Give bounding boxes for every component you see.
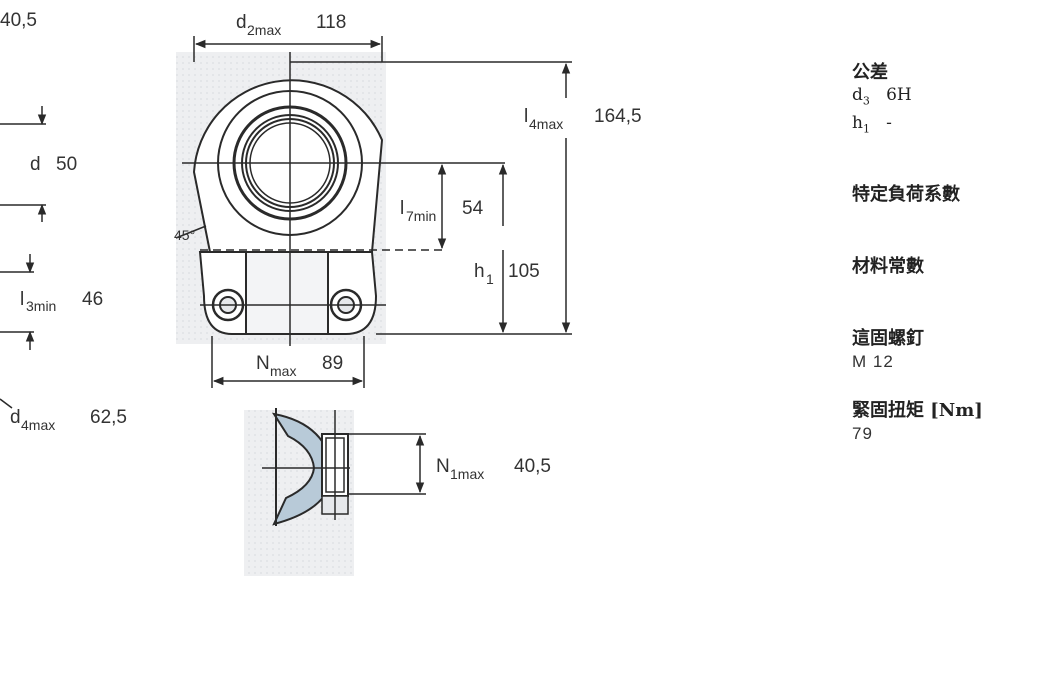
tolerance-group: 公差 d3 6H h1 - xyxy=(852,62,1042,141)
l3-value: 46 xyxy=(82,289,103,310)
l4-sub: 4max xyxy=(529,116,563,132)
n1-value: 40,5 xyxy=(514,456,551,477)
side-dimension-lines xyxy=(348,433,426,495)
tol-h-sub: 1 xyxy=(862,122,870,136)
h1-value: 105 xyxy=(508,261,540,282)
n-sub: max xyxy=(270,363,296,379)
n1-label: N xyxy=(436,456,450,477)
rod-end-front-view xyxy=(176,52,505,346)
d4-label: d xyxy=(10,407,21,428)
l3-label: l xyxy=(20,289,24,310)
tol-d-sub: 3 xyxy=(862,94,870,108)
n1-sub: 1max xyxy=(450,466,484,482)
top-partial-value: 40,5 xyxy=(0,10,37,31)
d2-label: d xyxy=(236,12,247,33)
h1-sub: 1 xyxy=(486,271,494,287)
torque-value: 79 xyxy=(852,424,873,443)
load-rating-title: 特定負荷系數 xyxy=(852,184,960,205)
l7-label: l xyxy=(400,198,404,219)
tol-d-label: d xyxy=(852,85,863,105)
h1-label: h xyxy=(474,261,485,282)
tolerance-h-row: h1 - xyxy=(852,112,1042,140)
d2-sub: 2max xyxy=(247,22,281,38)
d4-value: 62,5 xyxy=(90,407,127,428)
left-partial-dimensions xyxy=(0,106,47,350)
load-rating-group: 特定負荷系數 xyxy=(852,184,960,206)
l4-label: l xyxy=(524,106,528,127)
screw-value: M 12 xyxy=(852,352,894,371)
torque-group: 緊固扭矩 [Nm] 79 xyxy=(852,400,983,446)
material-group: 材料常數 xyxy=(852,256,924,278)
chamfer-label: 45° xyxy=(174,227,195,243)
rod-end-side-section xyxy=(244,408,354,576)
spec-panel: 公差 d3 6H h1 - 特定負荷系數 材料常數 這固螺釘 M 12 緊固扭矩… xyxy=(852,62,1042,443)
l7-sub: 7min xyxy=(406,208,436,224)
l7-value: 54 xyxy=(462,198,484,219)
n-label: N xyxy=(256,353,270,374)
tol-h-label: h xyxy=(852,113,863,134)
tolerance-title: 公差 xyxy=(852,62,888,83)
tolerance-d-row: d3 6H xyxy=(852,84,1042,112)
bore-d-label: d xyxy=(30,154,41,175)
screw-group: 這固螺釘 M 12 xyxy=(852,328,924,374)
d4-leader xyxy=(0,398,13,409)
d2-value: 118 xyxy=(316,12,346,33)
d4-sub: 4max xyxy=(21,417,55,433)
l4-value: 164,5 xyxy=(594,106,642,127)
tol-h-value: - xyxy=(886,113,892,134)
bore-d-value: 50 xyxy=(56,154,77,175)
torque-title: 緊固扭矩 [Nm] xyxy=(852,400,983,421)
tol-d-value: 6H xyxy=(886,85,912,105)
n-value: 89 xyxy=(322,353,343,374)
l3-sub: 3min xyxy=(26,298,56,314)
screw-title: 這固螺釘 xyxy=(852,328,924,349)
material-title: 材料常數 xyxy=(852,256,924,277)
